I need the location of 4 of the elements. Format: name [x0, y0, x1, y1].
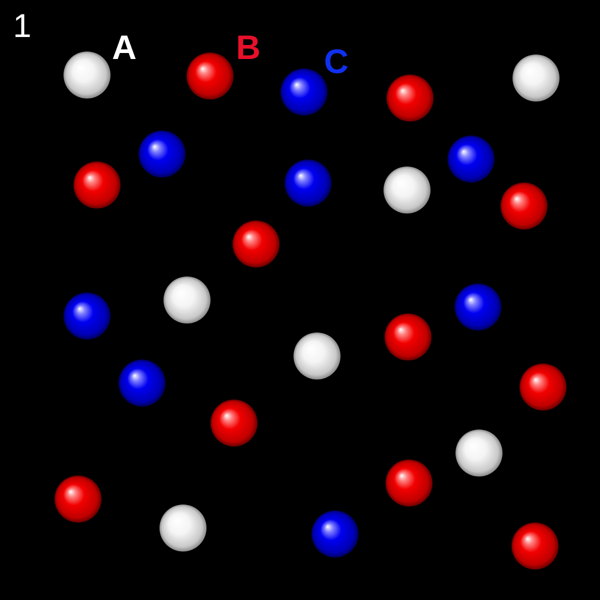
particle-label: C — [324, 45, 349, 79]
particle-label: B — [236, 31, 261, 65]
panel-number: 1 — [13, 9, 32, 42]
particle-label: A — [112, 31, 137, 65]
